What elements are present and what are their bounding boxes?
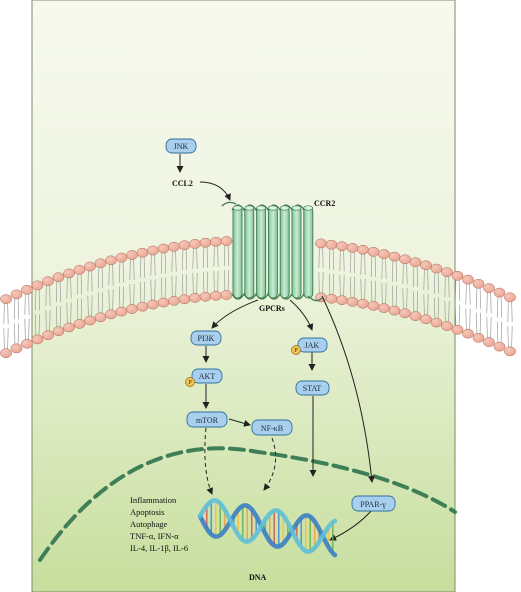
outcome-item: IL-4, IL-1β, IL-6 [130, 543, 188, 553]
ccr2-label: CCR2 [314, 199, 335, 208]
arrow-mtor-to-dna [204, 427, 213, 495]
outcome-item: Apoptosis [130, 507, 164, 517]
downstream-outcomes-list: Inflammation Apoptosis Autophage TNF-α, … [130, 495, 188, 553]
ccl2-label: CCL2 [172, 179, 193, 188]
node-akt-label: AKT [199, 372, 216, 381]
svg-text:P: P [294, 348, 298, 354]
receptor-c-terminus [307, 295, 323, 302]
outcome-item: TNF-α, IFN-α [130, 531, 179, 541]
arrow-nfkb-to-dna [263, 437, 277, 491]
outcome-item: Inflammation [130, 495, 177, 505]
arrow-gpcr-to-ppar [321, 295, 375, 483]
node-stat-label: STAT [303, 384, 322, 393]
gpcrs-label: GPCRs [259, 304, 285, 313]
node-nfkb: NF-κB [251, 419, 293, 436]
node-akt: AKT [191, 368, 223, 384]
cell-membrane [0, 236, 516, 359]
node-nfkb-label: NF-κB [261, 424, 283, 433]
svg-text:P: P [188, 380, 192, 386]
node-mtor-label: mTOR [196, 416, 219, 425]
dna-label: DNA [249, 573, 267, 582]
node-jnk-label: JNK [174, 142, 189, 151]
outcome-item: Autophage [130, 519, 168, 529]
node-ppar: PPAR-γ [351, 495, 396, 512]
arrow-gpcr-to-pi3k [211, 299, 259, 329]
arrow-ccl2-to-ccr2 [199, 181, 231, 201]
arrow-ppar-to-dna [329, 509, 373, 541]
nuclear-envelope [38, 446, 457, 562]
lipid-tails [3, 245, 513, 350]
node-ppar-label: PPAR-γ [360, 500, 386, 509]
node-jak-label: JAK [305, 341, 320, 350]
node-pi3k-label: PI3K [198, 334, 215, 343]
node-mtor: mTOR [186, 411, 228, 428]
arrow-gpcr-to-jak [289, 299, 314, 331]
receptor-n-terminus [221, 201, 237, 207]
node-stat: STAT [295, 380, 330, 396]
ccr2-receptor [221, 201, 323, 302]
jak-phospho-badge: P [291, 345, 301, 355]
arrow-mtor-to-nfkb [228, 418, 251, 427]
dna-double-helix [197, 498, 338, 558]
node-jnk: JNK [165, 138, 197, 154]
node-jak: JAK [297, 337, 328, 353]
akt-phospho-badge: P [185, 377, 195, 387]
lipid-heads [0, 236, 516, 359]
node-pi3k: PI3K [190, 330, 222, 346]
